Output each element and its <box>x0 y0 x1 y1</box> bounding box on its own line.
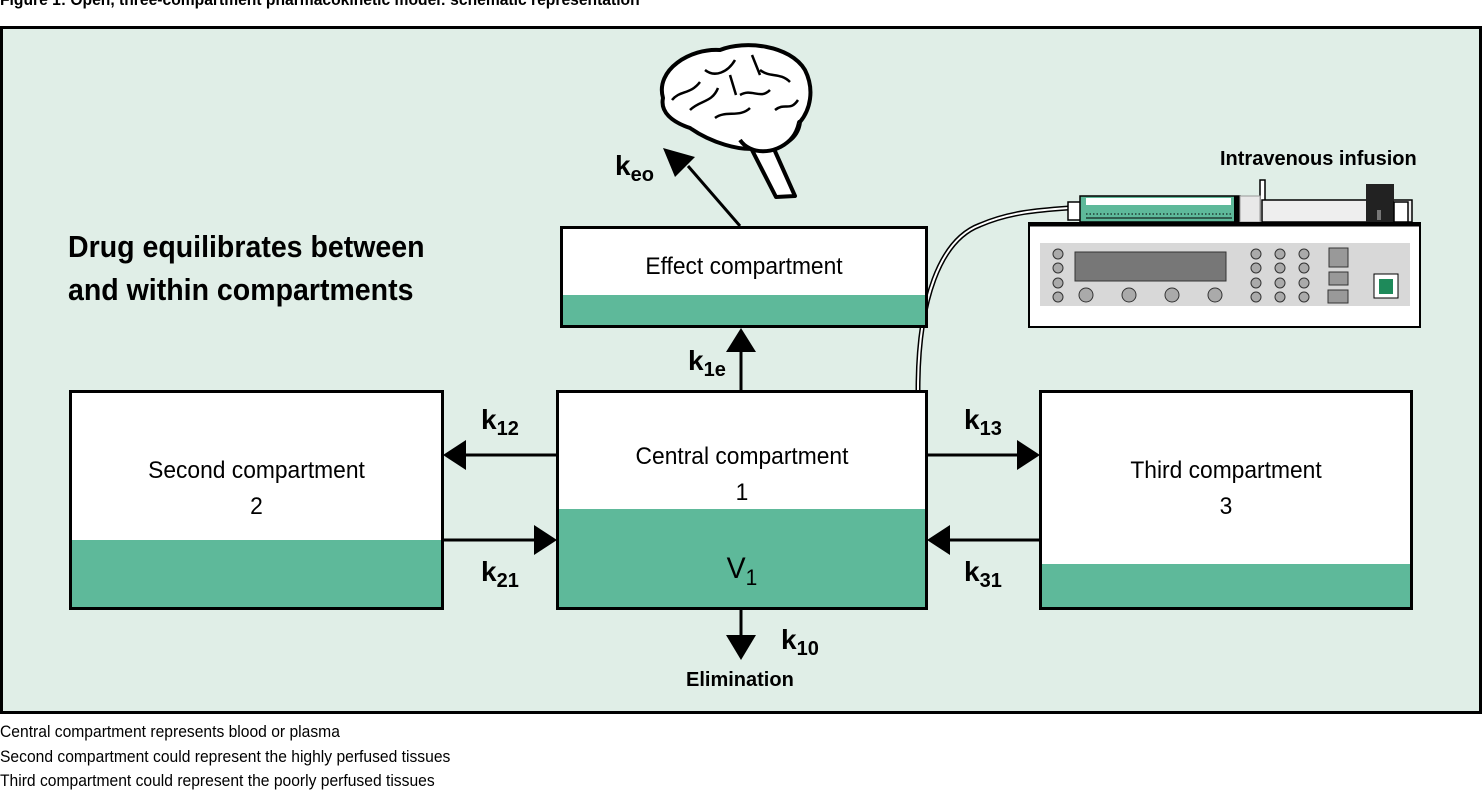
second-compartment-fluid <box>72 540 441 607</box>
k1e-subscript: 1e <box>703 359 726 381</box>
label-k1e: k1e <box>688 345 726 382</box>
note-central: Central compartment represents blood or … <box>0 722 340 741</box>
k21-subscript: 21 <box>496 570 519 592</box>
arrow-k10 <box>726 609 756 660</box>
keo-symbol: k <box>615 150 631 181</box>
k21-symbol: k <box>481 556 497 587</box>
central-compartment-number: 1 <box>735 479 749 506</box>
label-k13: k13 <box>964 404 1002 441</box>
label-k12: k12 <box>481 404 519 441</box>
central-compartment-fluid <box>559 509 925 607</box>
k13-symbol: k <box>964 404 980 435</box>
arrow-k12 <box>443 440 557 470</box>
second-compartment: Second compartment 2 <box>69 390 444 610</box>
label-keo: keo <box>615 150 654 187</box>
volume-symbol: V <box>726 552 746 585</box>
syringe-pump-icon <box>1028 179 1421 328</box>
k10-subscript: 10 <box>796 638 819 660</box>
k10-symbol: k <box>781 624 797 655</box>
heading-line-2: and within compartments <box>68 272 414 307</box>
label-k21: k21 <box>481 556 519 593</box>
elimination-label: Elimination <box>686 669 794 691</box>
central-compartment-label: Central compartment <box>635 443 849 470</box>
central-compartment: Central compartment 1 V1 <box>556 390 928 610</box>
note-third: Third compartment could represent the po… <box>0 771 435 790</box>
volume-subscript: 1 <box>745 565 758 590</box>
note-second: Second compartment could represent the h… <box>0 746 451 766</box>
arrow-k13 <box>927 440 1040 470</box>
k12-subscript: 12 <box>496 418 519 440</box>
figure-title: Figure 1: Open, three-compartment pharma… <box>0 0 640 10</box>
figure-notes: Central compartment represents blood or … <box>0 720 450 794</box>
arrow-keo <box>663 148 742 227</box>
third-compartment-number: 3 <box>1219 493 1233 520</box>
second-compartment-label: Second compartment <box>148 457 365 484</box>
third-compartment: Third compartment 3 <box>1039 390 1413 610</box>
keo-subscript: eo <box>630 164 654 186</box>
k31-subscript: 31 <box>979 570 1002 592</box>
brain-icon <box>659 43 813 199</box>
infusion-label: Intravenous infusion <box>1220 148 1417 170</box>
second-compartment-number: 2 <box>250 493 263 520</box>
arrow-k31 <box>927 525 1040 555</box>
heading-line-1: Drug equilibrates between <box>68 229 425 264</box>
arrow-k21 <box>443 525 557 555</box>
diagram-heading: Drug equilibrates between and within com… <box>68 225 425 311</box>
label-k31: k31 <box>964 556 1002 593</box>
third-compartment-label: Third compartment <box>1130 457 1322 484</box>
arrow-k1e <box>726 328 756 390</box>
effect-compartment-fluid <box>563 295 925 325</box>
k1e-symbol: k <box>688 345 704 376</box>
k31-symbol: k <box>964 556 980 587</box>
k13-subscript: 13 <box>979 418 1002 440</box>
central-volume-label: V1 <box>568 551 916 596</box>
effect-compartment-label: Effect compartment <box>645 253 843 280</box>
k12-symbol: k <box>481 404 497 435</box>
effect-compartment: Effect compartment <box>560 226 928 328</box>
label-k10: k10 <box>781 624 819 661</box>
third-compartment-fluid <box>1042 564 1410 607</box>
